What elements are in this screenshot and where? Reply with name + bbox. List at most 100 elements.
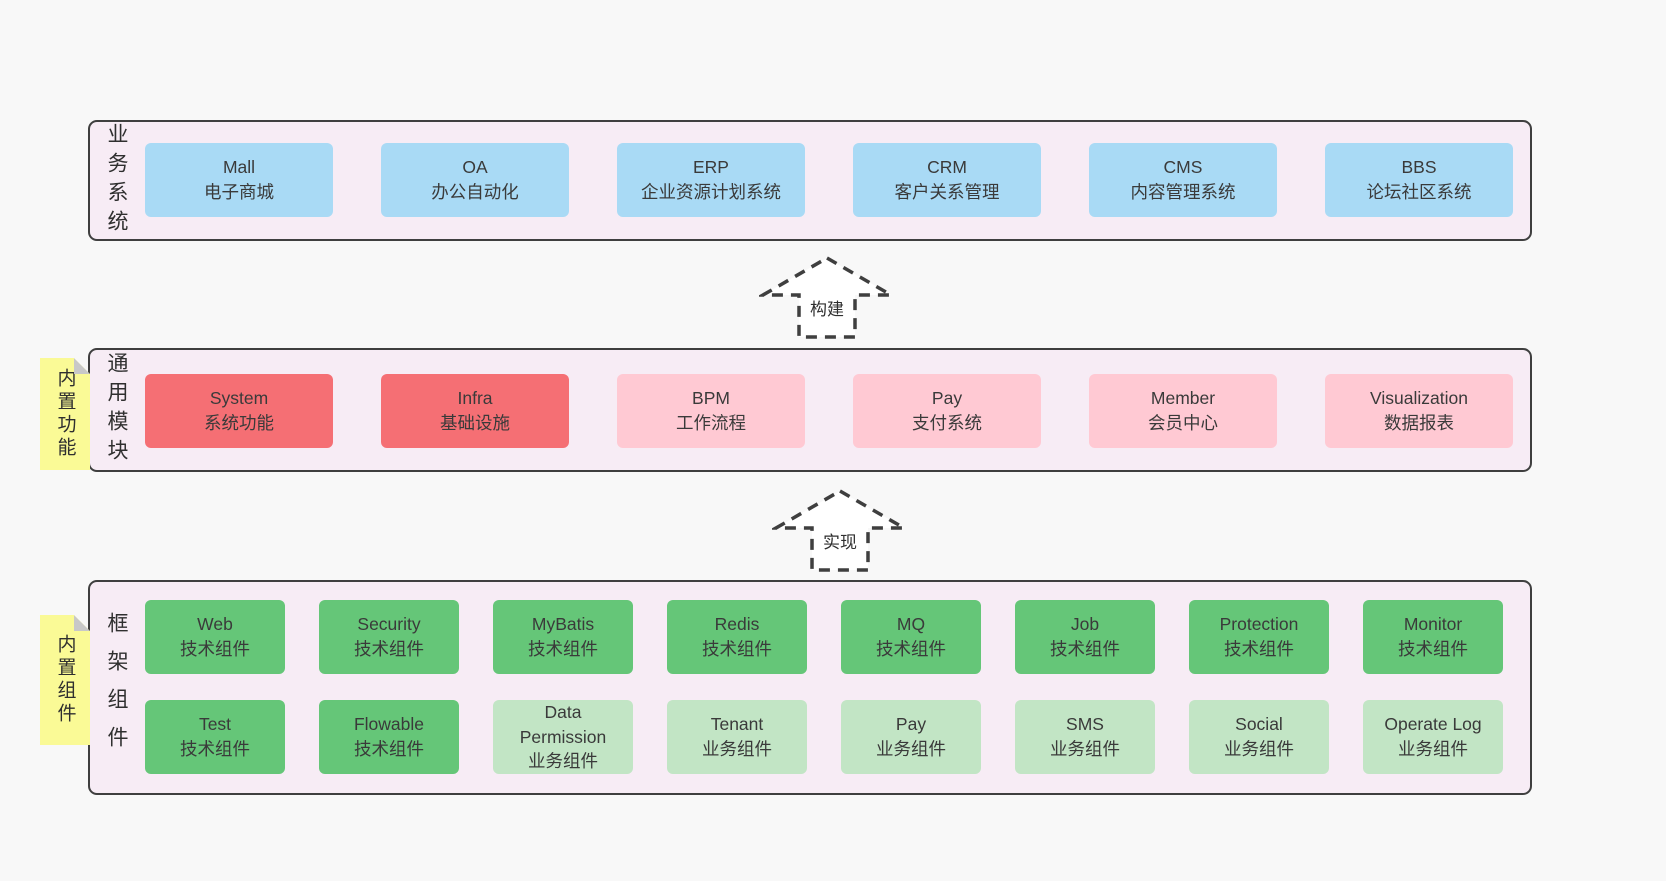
box-monitor: Monitor 技术组件 <box>1363 600 1503 674</box>
box-test: Test 技术组件 <box>145 700 285 774</box>
box-subtitle: 技术组件 <box>354 739 424 759</box>
box-subtitle: 技术组件 <box>1224 639 1294 659</box>
box-title: Pay <box>895 714 927 735</box>
box-subtitle: 业务组件 <box>876 739 946 759</box>
box-title: Job <box>1070 614 1100 635</box>
box-title: Flowable <box>353 714 425 735</box>
box-subtitle: 客户关系管理 <box>894 182 1000 202</box>
arrow-implement-label: 实现 <box>821 528 859 553</box>
box-title: BPM <box>692 388 730 409</box>
band-label-business-systems: 业务系统 <box>105 122 128 239</box>
box-member: Member 会员中心 <box>1089 374 1277 448</box>
box-title: Test <box>198 714 232 735</box>
box-subtitle: 数据报表 <box>1384 413 1454 433</box>
box-oa: OA 办公自动化 <box>381 143 569 217</box>
box-subtitle: 工作流程 <box>676 413 746 433</box>
box-subtitle: 技术组件 <box>528 639 598 659</box>
box-subtitle: 技术组件 <box>180 739 250 759</box>
box-title: Security <box>357 614 421 635</box>
box-flowable: Flowable 技术组件 <box>319 700 459 774</box>
box-title: Pay <box>931 388 963 409</box>
arrow-implement: 实现 <box>772 488 908 574</box>
box-pay: Pay 支付系统 <box>853 374 1041 448</box>
box-subtitle: 技术组件 <box>1398 639 1468 659</box>
box-subtitle: 技术组件 <box>702 639 772 659</box>
box-data-permission: Data Permission 业务组件 <box>493 700 633 774</box>
box-cms: CMS 内容管理系统 <box>1089 143 1277 217</box>
box-protection: Protection 技术组件 <box>1189 600 1329 674</box>
box-title: Member <box>1150 388 1216 409</box>
box-security: Security 技术组件 <box>319 600 459 674</box>
box-title: Visualization <box>1370 388 1468 409</box>
box-row-modules: System 系统功能 Infra 基础设施 BPM 工作流程 Pay 支付系统 Member 会… <box>145 374 1513 448</box>
box-title: Operate Log <box>1384 714 1482 735</box>
box-bbs: BBS 论坛社区系统 <box>1325 143 1513 217</box>
box-system: System 系统功能 <box>145 374 333 448</box>
box-job: Job 技术组件 <box>1015 600 1155 674</box>
box-subtitle: 业务组件 <box>1050 739 1120 759</box>
box-title: OA <box>462 157 488 178</box>
box-title: CMS <box>1163 157 1203 178</box>
box-title: Social <box>1235 714 1283 735</box>
box-social: Social 业务组件 <box>1189 700 1329 774</box>
arrow-build: 构建 <box>759 255 895 341</box>
band-label-common-modules: 通用模块 <box>105 352 128 468</box>
sticky-note-builtin-components: 内置组件 <box>40 615 90 745</box>
box-title: ERP <box>693 157 729 178</box>
box-infra: Infra 基础设施 <box>381 374 569 448</box>
box-title: Mall <box>222 157 256 178</box>
box-tenant: Tenant 业务组件 <box>667 700 807 774</box>
box-title: Redis <box>714 614 760 635</box>
box-bpm: BPM 工作流程 <box>617 374 805 448</box>
box-subtitle: 技术组件 <box>876 639 946 659</box>
box-pay: Pay 业务组件 <box>841 700 981 774</box>
box-subtitle: 内容管理系统 <box>1130 182 1236 202</box>
box-visualization: Visualization 数据报表 <box>1325 374 1513 448</box>
box-mybatis: MyBatis 技术组件 <box>493 600 633 674</box>
box-web: Web 技术组件 <box>145 600 285 674</box>
box-title: Tenant <box>710 714 764 735</box>
box-title: Infra <box>457 388 493 409</box>
box-subtitle: 论坛社区系统 <box>1366 182 1472 202</box>
box-subtitle: 办公自动化 <box>431 182 519 202</box>
box-title: Data Permission <box>519 701 607 747</box>
sticky-note-text: 内置功能 <box>54 368 76 460</box>
box-subtitle: 业务组件 <box>528 751 598 772</box>
box-subtitle: 业务组件 <box>1398 739 1468 759</box>
box-subtitle: 技术组件 <box>354 639 424 659</box>
arrow-build-label: 构建 <box>808 295 846 320</box>
box-title: SMS <box>1066 714 1104 735</box>
box-subtitle: 企业资源计划系统 <box>641 182 781 202</box>
box-subtitle: 支付系统 <box>912 413 982 433</box>
box-title: Monitor <box>1403 614 1463 635</box>
box-subtitle: 业务组件 <box>702 739 772 759</box>
box-title: CRM <box>927 157 967 178</box>
box-subtitle: 技术组件 <box>180 639 250 659</box>
box-mq: MQ 技术组件 <box>841 600 981 674</box>
box-redis: Redis 技术组件 <box>667 600 807 674</box>
box-title: System <box>209 388 269 409</box>
box-title: MQ <box>896 614 926 635</box>
box-subtitle: 技术组件 <box>1050 639 1120 659</box>
box-title: MyBatis <box>531 614 595 635</box>
sticky-fold-corner-icon <box>74 615 90 631</box>
box-subtitle: 系统功能 <box>204 413 274 433</box>
box-title: Web <box>197 614 233 635</box>
box-crm: CRM 客户关系管理 <box>853 143 1041 217</box>
box-operate-log: Operate Log 业务组件 <box>1363 700 1503 774</box>
box-subtitle: 业务组件 <box>1224 739 1294 759</box>
box-erp: ERP 企业资源计划系统 <box>617 143 805 217</box>
sticky-fold-corner-icon <box>74 358 90 374</box>
box-title: BBS <box>1401 157 1437 178</box>
box-subtitle: 基础设施 <box>440 413 510 433</box>
box-title: Protection <box>1219 614 1299 635</box>
box-subtitle: 会员中心 <box>1148 413 1218 433</box>
